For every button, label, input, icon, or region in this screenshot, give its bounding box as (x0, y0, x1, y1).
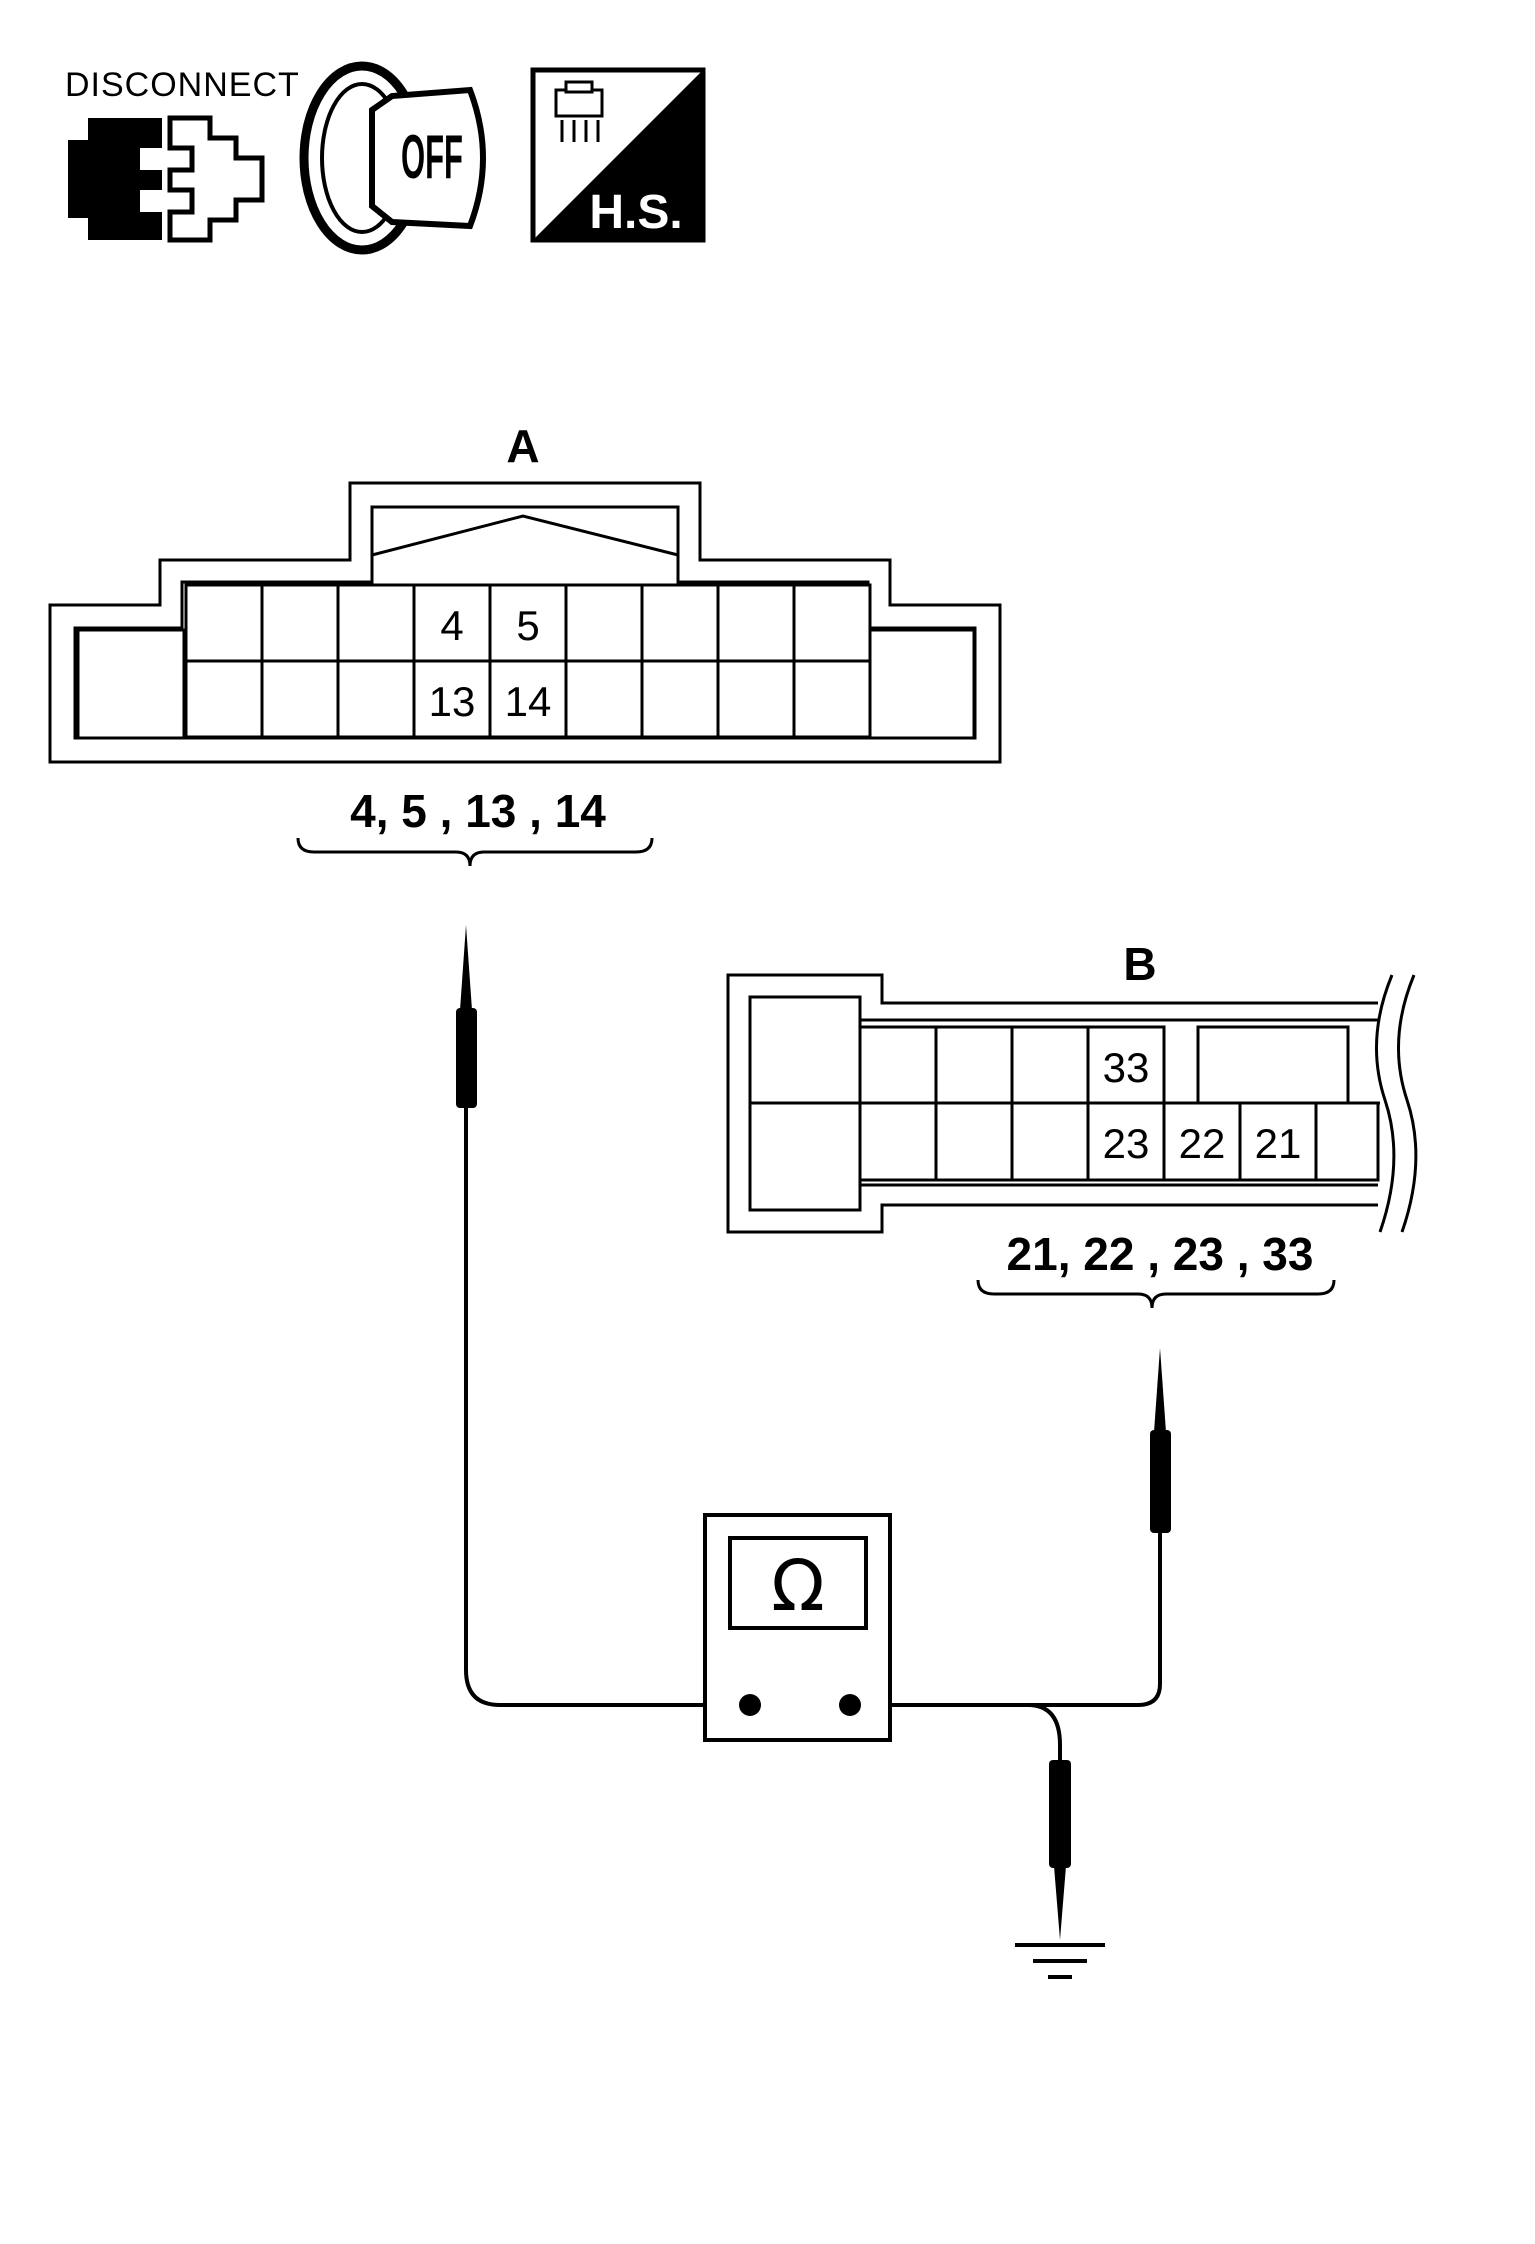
harness-side-icon: H.S. (530, 67, 706, 243)
pin-13-label: 13 (429, 678, 476, 725)
connector-a-label: A (506, 420, 539, 472)
connector-a-brace (296, 837, 654, 867)
probe-left (456, 925, 750, 1707)
ohmmeter-terminal-left (739, 1694, 761, 1716)
connector-b-label: B (1123, 938, 1156, 990)
ground-symbol-icon (1015, 1943, 1105, 1979)
connector-b-brace (976, 1279, 1336, 1309)
connector-b: B 33 23 22 21 21, 22 , 23 , 33 (726, 938, 1418, 1309)
pin-23-label: 23 (1103, 1120, 1150, 1167)
harness-side-label: H.S. (589, 186, 682, 239)
pin-4-label: 4 (440, 602, 463, 649)
pin-5-label: 5 (516, 602, 539, 649)
connector-b-pin-22 (1162, 1101, 1242, 1182)
pin-22-label: 22 (1179, 1120, 1226, 1167)
connector-a-pin-list: 4, 5 , 13 , 14 (350, 785, 606, 837)
probe-right (850, 1348, 1171, 1707)
pin-21-label: 21 (1255, 1120, 1302, 1167)
connector-a-pin-13 (412, 659, 492, 739)
ignition-key-off-icon: OFF (299, 61, 486, 255)
connector-a-pin-14 (488, 659, 568, 739)
connector-a-terminal-grid (184, 583, 872, 739)
disconnect-connector-icon: DISCONNECT (65, 66, 300, 243)
connector-b-pin-23 (1086, 1101, 1166, 1182)
connector-b-pin-33 (1086, 1025, 1166, 1105)
ohmmeter-display-symbol: Ω (771, 1545, 825, 1627)
connector-b-pin-21 (1238, 1101, 1318, 1182)
pin-14-label: 14 (505, 678, 552, 725)
connector-a: A 4 (48, 420, 1002, 867)
probe-ground (1027, 1703, 1071, 1940)
ohmmeter-terminal-right (839, 1694, 861, 1716)
connector-b-terminal-grid (858, 1025, 1380, 1182)
disconnect-label: DISCONNECT (65, 66, 300, 104)
ohmmeter: Ω (703, 1513, 892, 1742)
ignition-off-label: OFF (401, 122, 463, 192)
pin-33-label: 33 (1103, 1044, 1150, 1091)
connector-b-pin-list: 21, 22 , 23 , 33 (1007, 1228, 1314, 1280)
